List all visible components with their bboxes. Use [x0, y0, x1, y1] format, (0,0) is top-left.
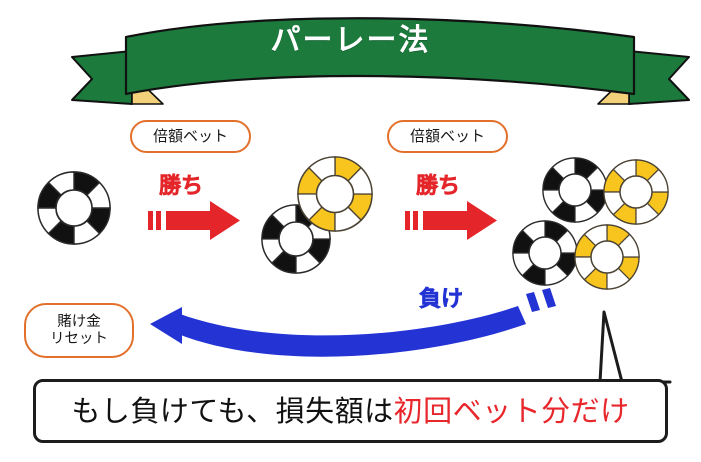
poker-chip-yellow [297, 156, 373, 232]
callout-box: もし負けても、損失額は初回ベット分だけ [33, 379, 668, 443]
chip-stack-step-1 [34, 168, 114, 248]
chip-stack-step-2 [255, 150, 380, 285]
ribbon-left-tail [71, 50, 133, 105]
callout-text-black: もし負けても、損失額は [71, 394, 394, 428]
pill-reset-bet-line2: リセット [50, 331, 108, 347]
poker-chip-black [512, 220, 578, 286]
pill-reset-bet-line1: 賭け金 [57, 314, 101, 330]
pill-double-bet-2-label: 倍額ベット [409, 127, 485, 145]
title-ribbon: パーレー法 [0, 4, 701, 105]
pill-double-bet-1-label: 倍額ベット [152, 127, 228, 145]
callout-text-red: 初回ベット分だけ [393, 394, 630, 428]
arrow-win-2 [405, 198, 505, 242]
label-win-2: 勝ち [416, 174, 461, 200]
callout-text: もし負けても、損失額は初回ベット分だけ [71, 395, 629, 427]
arrow-lose [140, 280, 560, 357]
poker-chip-black [37, 171, 111, 245]
chip-stack-step-3 [505, 143, 680, 298]
poker-chip-black [542, 157, 608, 223]
page-title: パーレー法 [270, 23, 431, 58]
pill-double-bet-2: 倍額ベット [387, 120, 508, 153]
poker-chip-yellow [603, 159, 669, 225]
ribbon-right-tail [628, 50, 690, 105]
arrow-win-1 [148, 198, 248, 242]
callout-pointer [560, 306, 680, 386]
pill-double-bet-1: 倍額ベット [130, 120, 251, 153]
poker-chip-yellow [574, 224, 640, 290]
pill-reset-bet: 賭け金 リセット [24, 303, 134, 358]
ribbon-band [124, 17, 636, 96]
label-win-1: 勝ち [159, 174, 204, 200]
label-lose: 負け [419, 287, 464, 313]
